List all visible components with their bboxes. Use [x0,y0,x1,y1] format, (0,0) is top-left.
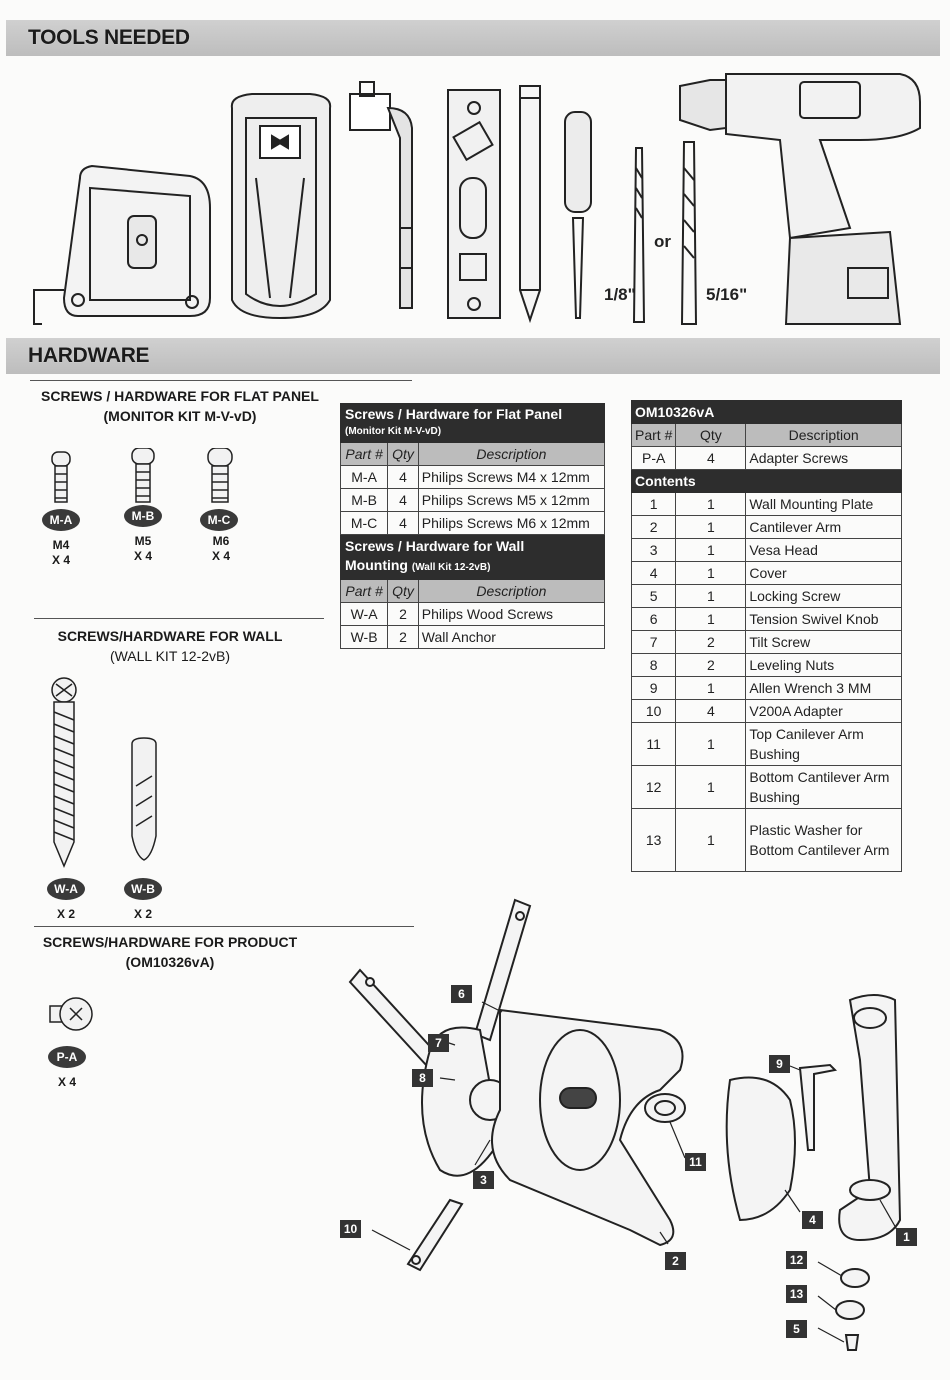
screw-m5-icon [131,448,155,503]
cover-icon [725,1076,796,1222]
hardware-header-bar: HARDWARE [6,338,940,374]
vesa-head-icon [421,1026,502,1177]
callout-3: 3 [473,1171,494,1189]
wall-title: SCREWS/HARDWARE FOR WALL (WALL KIT 12-2v… [57,628,283,664]
wood-screw-icon [51,677,77,868]
screwdriver-icon [564,111,592,319]
monitor-screws-illustration [51,448,233,503]
callout-9: 9 [769,1055,790,1073]
tools-illustration [33,73,921,325]
bushing-icon [840,1268,870,1288]
hardware-header: HARDWARE [28,344,150,367]
callout-1: 1 [896,1228,917,1246]
tape-measure-icon [33,164,211,325]
allen-wrench-icon [798,1063,838,1151]
callout-13: 13 [786,1285,807,1303]
screw-m6-icon [207,448,233,503]
assembly-diagram [348,898,902,1351]
product-title: SCREWS/HARDWARE FOR PRODUCT (OM10326vA) [42,934,298,970]
stud-finder-icon [230,93,332,320]
adapter-arm-icon [406,1198,464,1272]
badge-w-b: W-B [124,878,162,900]
torpedo-level-icon [447,89,501,319]
wall-hardware-illustration [51,677,157,868]
power-drill-icon [679,73,921,325]
badge-m-b: M-B [124,505,162,527]
screw-m4-icon [51,451,71,503]
tools-header-bar: TOOLS NEEDED [6,20,940,56]
badge-w-a: W-A [47,878,85,900]
callout-7: 7 [428,1034,449,1052]
callout-8: 8 [412,1069,433,1087]
drill-bit-small-icon [632,147,646,323]
wall-plate-icon [838,994,902,1242]
callout-5: 5 [786,1320,807,1338]
ratchet-wrench-icon [349,81,413,309]
drill-bit-large-icon [680,141,698,325]
wall-anchor-icon [131,737,157,861]
pencil-icon [519,85,541,324]
locking-screw-icon [844,1334,860,1351]
callout-12: 12 [786,1251,807,1269]
drill-bit-large-label: 5/16" [706,285,748,304]
callout-2: 2 [665,1252,686,1270]
badge-m-a: M-A [42,509,80,531]
badge-m-c: M-C [200,509,238,531]
drill-bit-or-label: or [654,232,671,251]
washer-icon [835,1300,865,1320]
flat-panel-table: Screws / Hardware for Flat Panel (Monito… [339,403,606,649]
callout-6: 6 [451,985,472,1003]
adapter-screw-icon [49,997,93,1031]
w-a-qty: X 2 [56,907,75,921]
flat-panel-title: SCREWS / HARDWARE FOR FLAT PANEL (MONITO… [41,388,319,424]
drill-bit-small-label: 1/8" [604,285,636,304]
p-a-qty: X 4 [57,1075,76,1089]
callout-10: 10 [340,1220,361,1238]
callout-11: 11 [685,1153,706,1171]
callout-4: 4 [802,1211,823,1229]
badge-p-a: P-A [48,1046,86,1068]
w-b-qty: X 2 [133,907,152,921]
tools-header: TOOLS NEEDED [28,26,190,49]
